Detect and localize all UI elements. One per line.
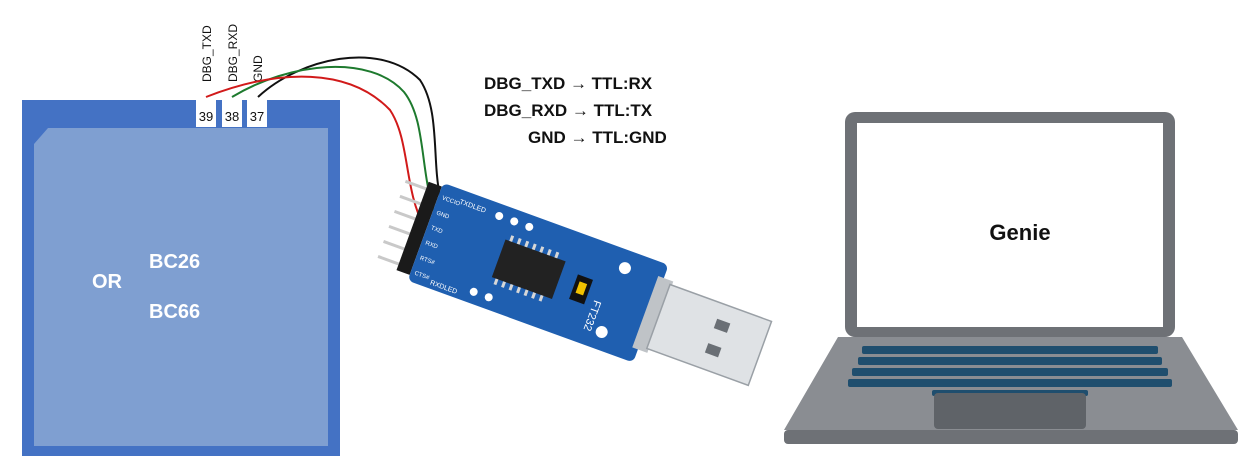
module-inner-body [34, 128, 328, 446]
label-bc66: BC66 [149, 301, 200, 323]
usb-plug [632, 275, 773, 387]
pin-pad-38 [222, 97, 242, 127]
usb-ttl-adapter: TXDLED RXDLED VCCIO GND TXD RXD RTS# CTS… [377, 179, 773, 387]
adapter-pin-label-cts: CTS# [413, 271, 430, 282]
chip-pins [493, 235, 560, 302]
wire-red-dbg-txd [205, 75, 425, 227]
pin-number-37: 37 [250, 109, 264, 124]
pin-number-38: 38 [225, 109, 239, 124]
wire-green-dbg-rxd [231, 65, 435, 211]
adapter-chip [491, 239, 566, 300]
pin-number-39: 39 [199, 109, 213, 124]
wires [205, 56, 441, 227]
pin-name-dbg-txd: DBG_TXD [200, 25, 214, 82]
laptop-screen-label: Genie [989, 220, 1050, 245]
module-corner-notch [22, 100, 60, 138]
board-holes [469, 211, 631, 339]
pin-name-dbg-rxd: DBG_RXD [226, 24, 240, 82]
adapter-pin-label-rts: RTS# [419, 256, 436, 267]
laptop-trackpad [934, 393, 1086, 429]
pin-name-gnd: GND [251, 55, 265, 82]
header-pins [377, 179, 442, 275]
pin-pad-37 [247, 97, 267, 127]
adapter-pin-label-gnd: GND [435, 210, 450, 220]
laptop-front-edge [784, 430, 1238, 444]
laptop: Genie [784, 112, 1238, 444]
pin-pad-39 [196, 97, 216, 127]
laptop-keyboard [848, 346, 1172, 396]
laptop-screen [857, 123, 1163, 327]
adapter-pin-label-rxd: RXD [424, 241, 439, 251]
mapping-line-rxd: DBG_RXD → TTL:TX [484, 101, 653, 120]
pin-pads: 39 38 37 [196, 97, 267, 127]
adapter-pin-label-txd: TXD [430, 226, 444, 236]
module-bc26-bc66: OR BC26 BC66 [22, 100, 340, 456]
pin-name-labels: DBG_TXD DBG_RXD GND [200, 24, 265, 82]
mapping-line-txd: DBG_TXD → TTL:RX [484, 74, 653, 93]
label-or: OR [92, 271, 123, 293]
mapping-line-gnd: GND → TTL:GND [528, 128, 667, 147]
label-bc26: BC26 [149, 251, 200, 273]
